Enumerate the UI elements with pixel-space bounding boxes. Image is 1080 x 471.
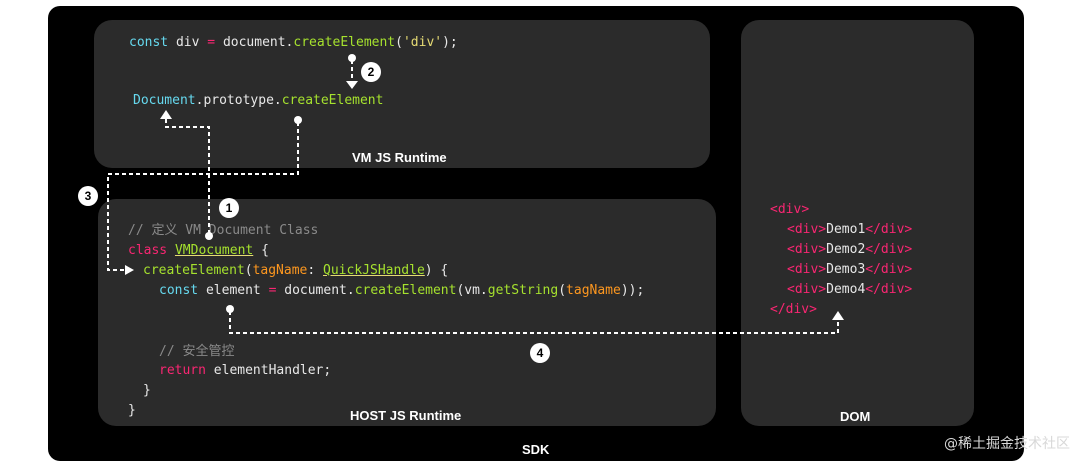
vm-runtime-label: VM JS Runtime (352, 150, 447, 165)
dom-panel (741, 20, 974, 426)
arrowhead-step-2 (346, 81, 358, 89)
connector-dot-1 (205, 232, 213, 240)
dom-root-close: </div> (770, 302, 817, 317)
host-code-close-outer: } (128, 403, 136, 418)
sdk-label: SDK (522, 442, 550, 457)
connector-dot-2 (348, 54, 356, 62)
host-code-const-line: const element = document.createElement(v… (159, 283, 645, 298)
vm-runtime-panel (94, 20, 710, 168)
watermark: @稀土掘金技术社区 (944, 436, 1070, 452)
host-code-return-line: return elementHandler; (159, 363, 332, 378)
host-code-method-line: createElement(tagName: QuickJSHandle) { (143, 263, 449, 278)
step-badge-2: 2 (361, 62, 381, 82)
host-code-comment-2: // 安全管控 (159, 344, 235, 359)
step-badge-4: 4 (530, 343, 550, 363)
host-runtime-panel (98, 199, 716, 426)
connector-step-1 (165, 118, 210, 234)
arrowhead-step-4 (832, 311, 844, 320)
dom-label: DOM (840, 409, 871, 424)
arrowhead-step-1 (160, 110, 172, 119)
host-code-comment-1: // 定义 VM Document Class (128, 223, 319, 238)
dom-root-open: <div> (770, 202, 810, 217)
dom-child-1: <div>Demo1</div> (787, 222, 913, 237)
step-badge-3: 3 (78, 186, 98, 206)
host-code-class-line: class VMDocument { (128, 243, 269, 258)
arrowhead-step-3 (125, 265, 134, 275)
connector-dot-3 (294, 116, 302, 124)
host-code-close-inner: } (143, 383, 151, 398)
vm-code-line-2: Document.prototype.createElement (133, 93, 384, 108)
host-runtime-label: HOST JS Runtime (350, 408, 462, 423)
connector-dot-4 (226, 305, 234, 313)
dom-child-3: <div>Demo3</div> (787, 262, 913, 277)
vm-code-line-1: const div = document.createElement('div'… (129, 35, 458, 50)
step-badge-1: 1 (219, 198, 239, 218)
connector-step-4 (229, 311, 839, 334)
dom-child-4: <div>Demo4</div> (787, 282, 913, 297)
dom-child-2: <div>Demo2</div> (787, 242, 913, 257)
connector-step-3 (107, 122, 299, 271)
